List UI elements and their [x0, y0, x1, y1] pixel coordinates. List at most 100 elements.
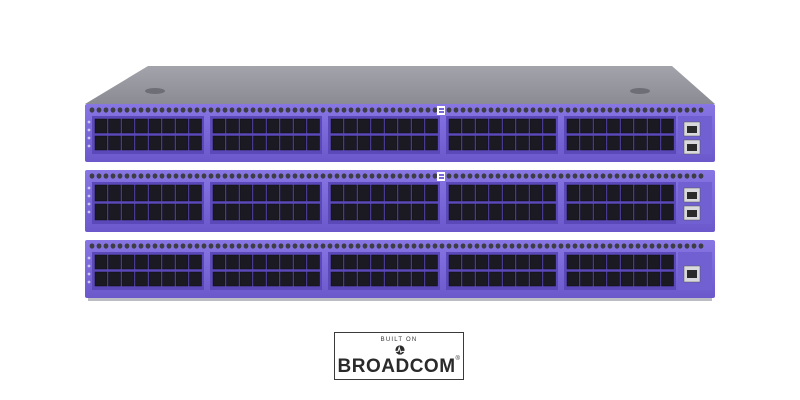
qsfp-port	[226, 203, 239, 221]
qsfp-port	[398, 254, 411, 270]
vent-hole	[271, 107, 277, 113]
vent-hole	[530, 243, 536, 249]
vent-hole	[453, 243, 459, 249]
qsfp-port	[266, 254, 280, 270]
vent-hole	[544, 107, 550, 113]
vent-hole	[215, 173, 221, 179]
qsfp-port	[357, 254, 371, 270]
qsfp-port	[307, 184, 320, 202]
vent-hole	[166, 173, 172, 179]
qsfp-port	[475, 254, 489, 270]
qsfp-port	[543, 135, 556, 151]
vent-hole	[355, 173, 361, 179]
vent-hole	[320, 107, 326, 113]
switch-stack-illustration	[85, 66, 715, 301]
qsfp-port	[543, 118, 556, 134]
qsfp-port	[307, 203, 320, 221]
vent-hole	[488, 107, 494, 113]
vent-hole	[243, 107, 249, 113]
qsfp-port	[425, 135, 438, 151]
port-group	[446, 252, 558, 290]
qsfp-port	[135, 184, 148, 202]
vent-hole	[250, 173, 256, 179]
vent-hole	[698, 243, 704, 249]
vent-hole	[551, 173, 557, 179]
qsfp-port	[266, 118, 280, 134]
vent-hole	[684, 243, 690, 249]
vent-hole	[355, 107, 361, 113]
qsfp-port	[661, 135, 674, 151]
vent-hole	[236, 173, 242, 179]
vent-hole	[607, 107, 613, 113]
qsfp-port	[398, 203, 411, 221]
vent-hole	[110, 243, 116, 249]
vent-hole	[131, 173, 137, 179]
broadcom-pulse-icon	[395, 345, 405, 355]
qsfp-port	[529, 254, 543, 270]
qsfp-port	[448, 135, 462, 151]
qsfp-port	[566, 203, 580, 221]
vent-hole	[481, 243, 487, 249]
qsfp-port	[121, 135, 135, 151]
vent-hole	[103, 243, 109, 249]
vent-hole	[544, 173, 550, 179]
vent-hole	[103, 173, 109, 179]
vent-hole	[173, 243, 179, 249]
qsfp-port	[475, 184, 489, 202]
vent-hole	[586, 173, 592, 179]
vent-hole	[635, 243, 641, 249]
qsfp-port	[620, 118, 634, 134]
qsfp-port	[253, 135, 266, 151]
vent-hole	[222, 243, 228, 249]
qsfp-port	[620, 271, 634, 287]
status-led	[87, 136, 91, 140]
vent-hole	[565, 107, 571, 113]
qsfp-port	[108, 135, 121, 151]
qsfp-port	[189, 184, 202, 202]
vent-hole	[558, 243, 564, 249]
qsfp-port	[94, 118, 108, 134]
qsfp-port	[634, 254, 647, 270]
vent-hole	[642, 173, 648, 179]
qsfp-port	[516, 254, 529, 270]
qsfp-port	[384, 135, 398, 151]
vent-hole	[222, 173, 228, 179]
qsfp-port	[280, 118, 293, 134]
vent-hole	[124, 107, 130, 113]
vent-hole	[460, 173, 466, 179]
vent-hole	[159, 243, 165, 249]
qsfp-port	[108, 118, 121, 134]
qsfp-port	[121, 203, 135, 221]
qsfp-port	[462, 118, 475, 134]
vent-hole	[89, 243, 95, 249]
rj45-socket	[687, 144, 697, 151]
vent-hole	[187, 173, 193, 179]
qsfp-port	[293, 135, 307, 151]
qsfp-port	[307, 271, 320, 287]
qsfp-port	[516, 184, 529, 202]
qsfp-port	[212, 184, 226, 202]
vent-hole	[516, 173, 522, 179]
built-on-text: BUILT ON	[380, 337, 418, 343]
qsfp-port	[344, 203, 357, 221]
vent-hole	[124, 173, 130, 179]
vent-hole	[404, 243, 410, 249]
vent-hole	[236, 243, 242, 249]
vent-hole	[271, 243, 277, 249]
qsfp-port	[212, 271, 226, 287]
qsfp-port	[462, 271, 475, 287]
vent-hole	[250, 107, 256, 113]
vent-hole	[145, 173, 151, 179]
qsfp-port	[94, 254, 108, 270]
vent-hole	[292, 243, 298, 249]
vent-hole	[474, 107, 480, 113]
qsfp-port	[121, 271, 135, 287]
qsfp-port	[162, 203, 175, 221]
vent-hole	[264, 173, 270, 179]
vent-hole	[523, 107, 529, 113]
qsfp-port	[135, 271, 148, 287]
qsfp-port	[253, 184, 266, 202]
vent-hole	[166, 243, 172, 249]
vent-hole	[677, 173, 683, 179]
port-group	[210, 116, 322, 154]
